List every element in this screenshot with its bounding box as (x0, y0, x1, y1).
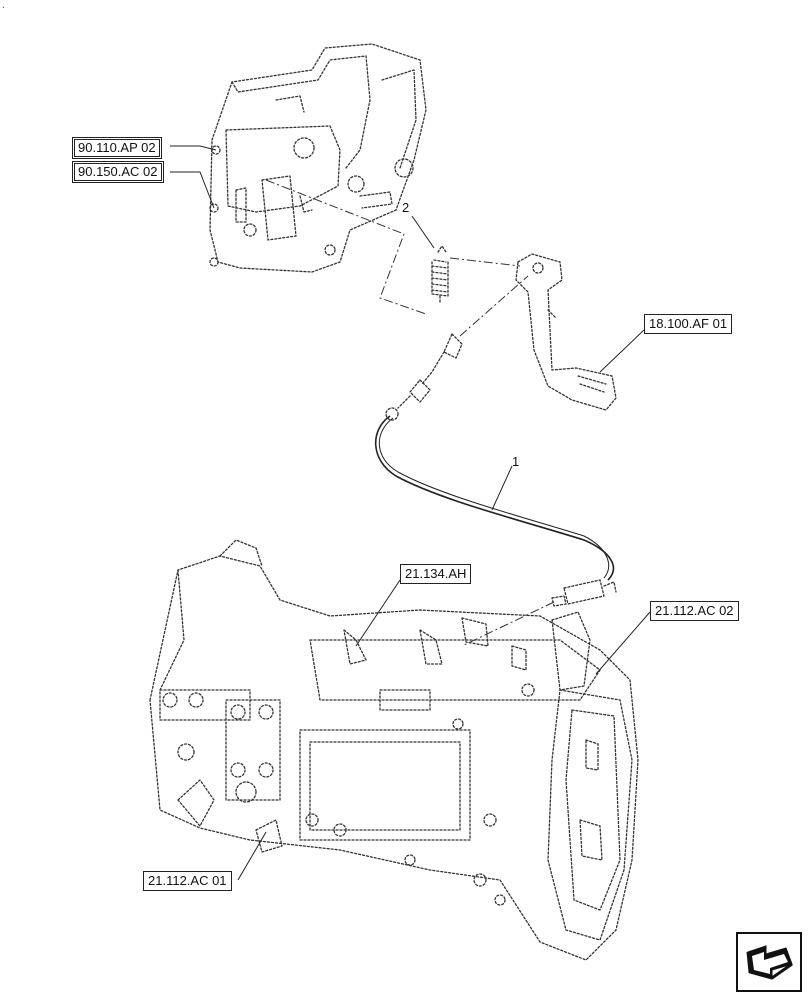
corner-mark: . (2, 0, 5, 11)
ref-box-21-134-ah[interactable]: 21.134.AH (400, 564, 472, 584)
pedal-bracket (209, 43, 427, 273)
callout-item-2: 2 (402, 200, 410, 215)
leader-ref-1 (170, 145, 217, 151)
ref-box-18-100-af-01[interactable]: 18.100.AF 01 (644, 314, 733, 334)
spring (431, 245, 449, 305)
assembly-line-spring-pedal (449, 257, 521, 267)
transmission-housing (149, 539, 639, 961)
clutch-cable (374, 415, 615, 581)
next-page-arrow-icon[interactable] (736, 932, 802, 992)
cable-lower-fitting (551, 579, 617, 607)
leader-ref-6 (237, 831, 267, 881)
ref-box-90-150-ac-02[interactable]: 90.150.AC 02 (72, 161, 164, 183)
cable-upper-fitting (385, 333, 463, 421)
leader-callout-1 (491, 465, 513, 511)
assembly-line-cable-pedal (459, 275, 529, 337)
ref-box-21-112-ac-02[interactable]: 21.112.AC 02 (650, 601, 739, 621)
leader-callout-2 (411, 215, 435, 249)
ref-box-21-112-ac-01[interactable]: 21.112.AC 01 (143, 871, 232, 891)
assembly-line-bracket-spring (265, 179, 427, 315)
clutch-pedal (515, 253, 617, 411)
leader-ref-3 (599, 329, 645, 373)
leader-ref-2 (170, 171, 215, 209)
leader-ref-4 (355, 579, 401, 647)
ref-box-90-110-ap-02[interactable]: 90.110.AP 02 (72, 137, 162, 159)
callout-item-1: 1 (512, 454, 520, 469)
leader-ref-5 (595, 611, 651, 675)
